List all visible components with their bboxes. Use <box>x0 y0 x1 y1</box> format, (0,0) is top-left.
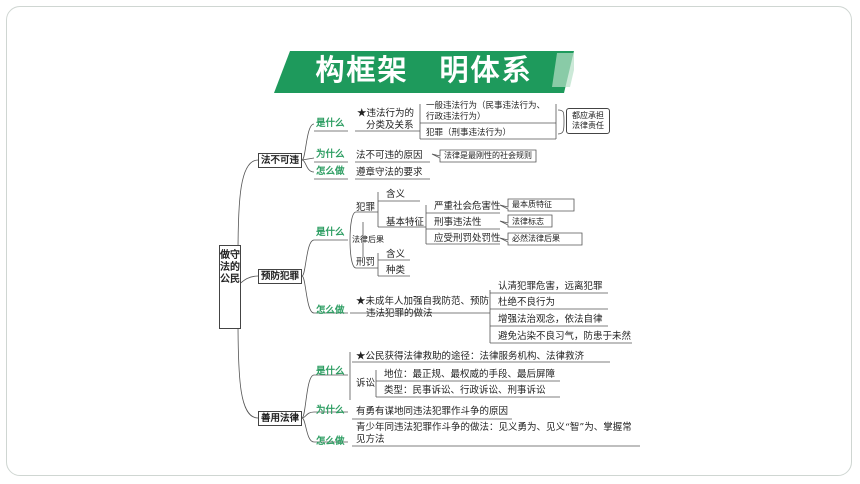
s2-feature-1-callout: 最本质特征 <box>512 200 552 209</box>
s1-both-liable-callout: 都应承担 法律责任 <box>566 108 610 134</box>
banner-shape <box>274 51 578 93</box>
s1-why-callout: 法律是最刚性的社会规则 <box>444 151 532 160</box>
s3-why-label: 为什么 <box>316 405 345 416</box>
s2-meaning: 含义 <box>386 189 406 200</box>
s1-general-line1: 一般违法行为（民事违法行为、 <box>426 101 546 111</box>
s2-penalty-types: 种类 <box>386 265 406 276</box>
s2-penalty: 刑罚 <box>356 257 376 268</box>
s2-feature-1: 严重社会危害性 <box>434 201 501 212</box>
s2-crime: 犯罪 <box>356 202 376 213</box>
s1-what-label: 是什么 <box>316 118 345 129</box>
s2-what-label: 是什么 <box>316 227 345 238</box>
slide-frame <box>6 6 852 476</box>
s1-crime: 犯罪（刑事违法行为） <box>426 128 512 138</box>
s1-general-line2: 行政违法行为） <box>426 112 486 122</box>
s2-feature-2-callout: 法律标志 <box>512 217 544 226</box>
s1-what-line1: ★违法行为的 <box>357 108 415 119</box>
s2-legal-result: 法律后果 <box>352 235 384 244</box>
node-fabukewei: 法不可违 <box>258 153 302 168</box>
s2-how-item-2: 杜绝不良行为 <box>498 297 556 308</box>
s3-what-text: ★公民获得法律救助的途径：法律服务机构、法律救济 <box>356 351 585 362</box>
s2-how-item-1: 认清犯罪危害，远离犯罪 <box>498 281 603 292</box>
node-yufangfanzui: 预防犯罪 <box>258 269 302 284</box>
node-shanyongfalv: 善用法律 <box>258 411 302 426</box>
s2-how-label: 怎么做 <box>316 305 345 316</box>
title-banner: 构框架 明体系 <box>274 47 578 93</box>
s1-why-label: 为什么 <box>316 149 345 160</box>
s2-feature-2: 刑事违法性 <box>434 217 482 228</box>
banner-title: 构框架 明体系 <box>315 53 533 87</box>
root-label: 做守法的公民 <box>220 250 240 285</box>
s2-how-item-3: 增强法治观念，依法自律 <box>498 314 603 325</box>
s3-lawsuit-status: 地位：最正规、最权威的手段、最后屏障 <box>384 369 556 380</box>
s3-what-label: 是什么 <box>316 366 345 377</box>
s3-how-line1: 青少年同违法犯罪作斗争的做法：见义勇为、见义“智”为、掌握常 <box>356 422 632 433</box>
s1-how-text: 遵章守法的要求 <box>356 167 423 178</box>
s2-how-line2: 违法犯罪的做法 <box>366 308 433 319</box>
s1-how-label: 怎么做 <box>316 166 345 177</box>
s3-how-label: 怎么做 <box>316 436 345 447</box>
s3-why-text: 有勇有谋地同违法犯罪作斗争的原因 <box>356 406 509 417</box>
s2-penalty-meaning: 含义 <box>386 249 406 260</box>
s3-lawsuit-types: 类型：民事诉讼、行政诉讼、刑事诉讼 <box>384 385 546 396</box>
s2-how-line1: ★未成年人加强自我防范、预防 <box>356 296 490 307</box>
s1-what-line2: 分类及关系 <box>366 120 414 131</box>
s2-how-item-4: 避免沾染不良习气，防患于未然 <box>498 331 632 342</box>
s2-feature-3: 应受刑罚处罚性 <box>434 233 501 244</box>
s3-how-line2: 见方法 <box>356 434 385 445</box>
root-node: 做守法的公民 <box>219 245 241 329</box>
s3-lawsuit: 诉讼 <box>356 378 376 389</box>
s1-why-text: 法不可违的原因 <box>356 150 423 161</box>
s2-features: 基本特征 <box>386 217 425 228</box>
s2-feature-3-callout: 必然法律后果 <box>512 234 560 243</box>
